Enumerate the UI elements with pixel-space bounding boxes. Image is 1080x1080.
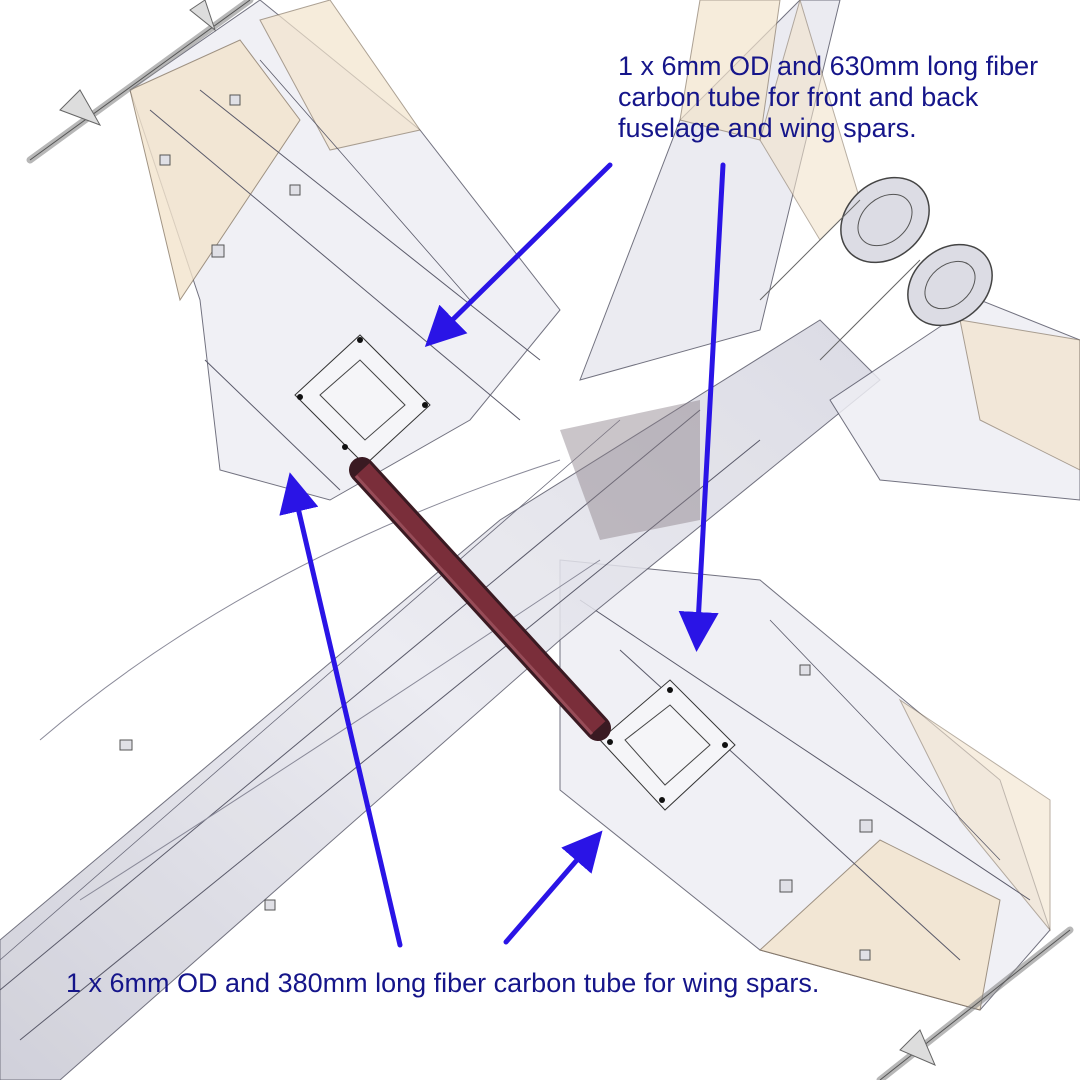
fuselage <box>0 319 881 1080</box>
horizontal-stabilizer <box>829 299 1080 501</box>
callout-label-380mm-tube: 1 x 6mm OD and 380mm long fiber carbon t… <box>66 968 820 998</box>
arrow-to-rear-fuselage <box>678 162 726 652</box>
left-wingtip-missile <box>26 0 254 164</box>
engine-nozzles <box>759 176 993 361</box>
arrow-to-right-wing-spar <box>503 830 603 945</box>
arrow-to-front-fuselage <box>424 162 613 348</box>
structure-details <box>119 94 873 961</box>
right-wing <box>559 559 1051 1011</box>
callout-label-630mm-tube: 1 x 6mm OD and 630mm long fiber carbon t… <box>618 51 1039 143</box>
spar-mount-plate-upper <box>294 334 431 466</box>
wing-spar-tube <box>349 457 611 741</box>
spar-mount-plate-lower <box>599 679 736 811</box>
right-wingtip-missile <box>876 926 1074 1080</box>
arrow-to-left-wing-spar <box>279 472 403 948</box>
left-wing <box>129 0 561 501</box>
vertical-tails <box>579 0 861 381</box>
callout-arrows <box>279 162 726 948</box>
